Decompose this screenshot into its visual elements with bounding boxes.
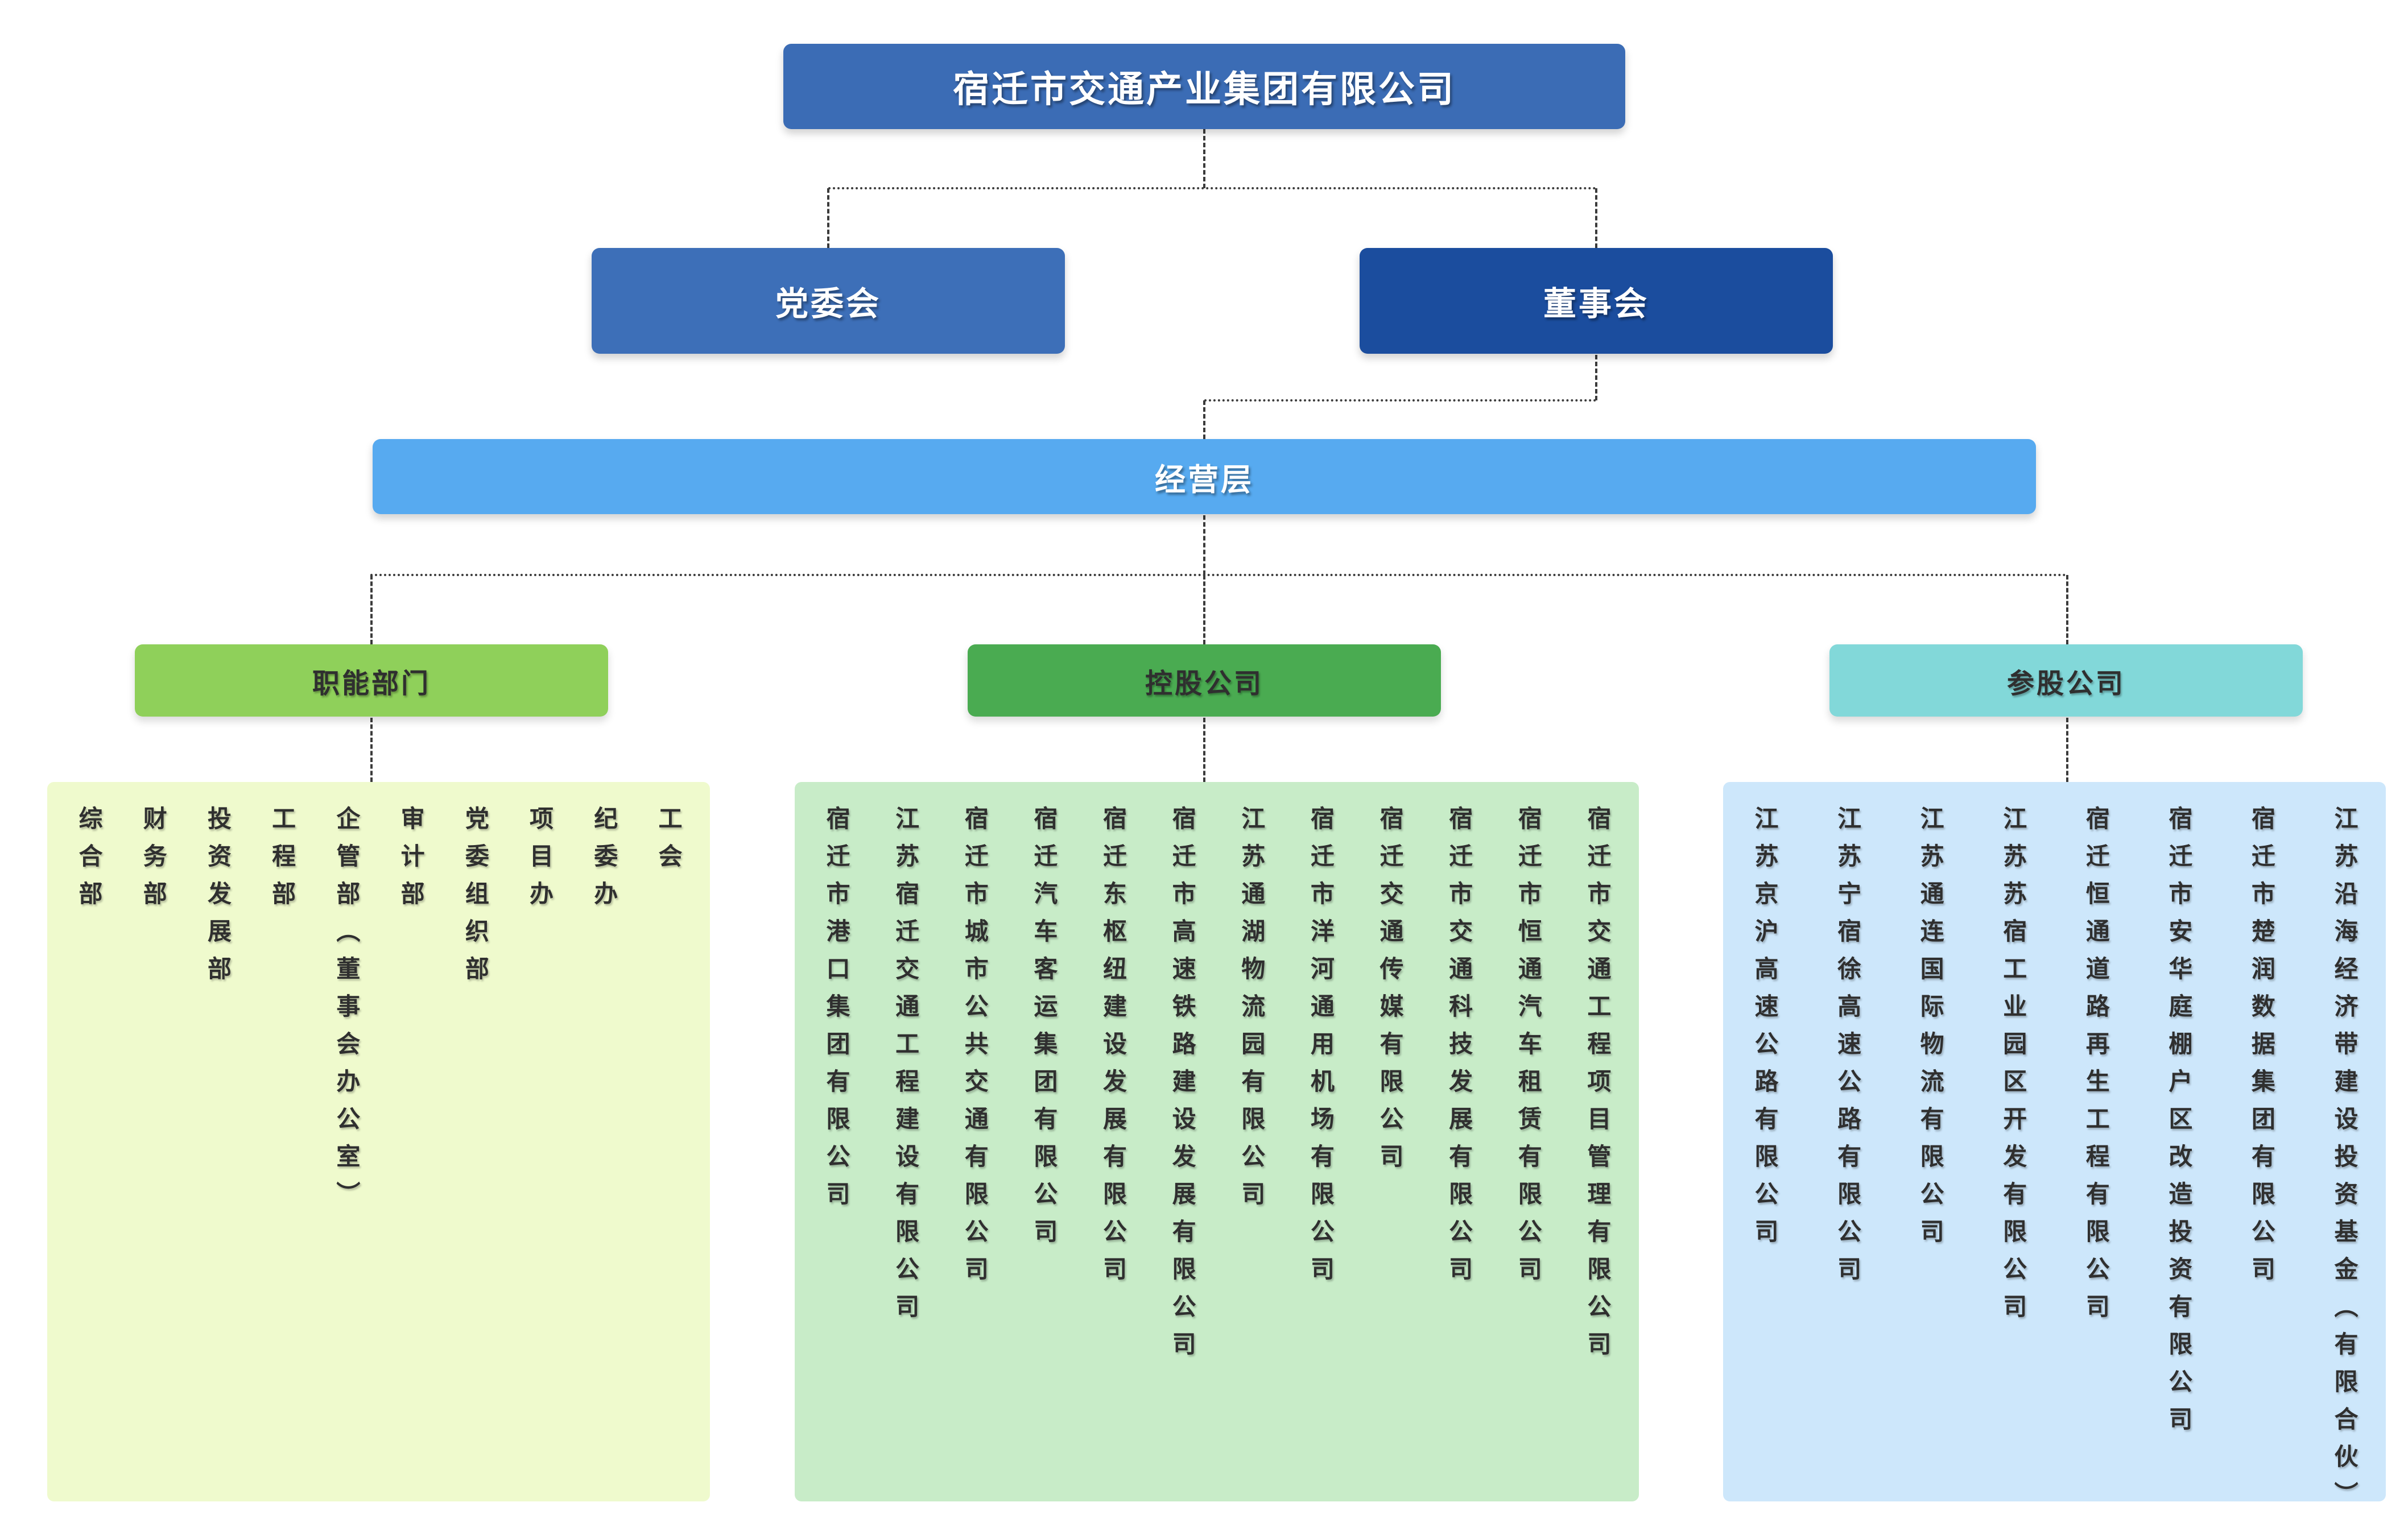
department-item: 工会 — [655, 806, 682, 881]
connector-functional-to-panel — [370, 718, 373, 782]
management-level-label: 经营层 — [1155, 462, 1254, 497]
company-item: 江苏通连国际物流有限公司 — [1917, 806, 1944, 1256]
connector-to-board — [1595, 188, 1597, 248]
department-item: 工程部 — [269, 806, 296, 918]
company-item: 宿迁市港口集团有限公司 — [823, 806, 850, 1219]
root-company-box: 宿迁市交通产业集团有限公司 — [783, 44, 1625, 129]
board-of-directors-box: 董事会 — [1360, 248, 1833, 354]
company-item: 宿迁市安华庭棚户区改造投资有限公司 — [2165, 806, 2192, 1444]
connector-root-to-governance — [1203, 129, 1205, 188]
company-item: 宿迁东枢纽建设发展有限公司 — [1100, 806, 1127, 1294]
company-item: 江苏通湖物流园有限公司 — [1238, 806, 1265, 1219]
department-item: 企管部（董事会办公室） — [333, 806, 360, 1219]
panel-holding-companies: 宿迁市港口集团有限公司 江苏宿迁交通工程建设有限公司 宿迁市城市公共交通有限公司 宿迁… — [795, 782, 1639, 1501]
group-header-holding-companies: 控股公司 — [968, 644, 1441, 717]
group-header-equity-companies: 参股公司 — [1829, 644, 2303, 717]
connector-management-down — [1203, 515, 1205, 575]
group-header-functional-departments: 职能部门 — [135, 644, 608, 717]
company-item: 江苏沿海经济带建设投资基金（有限合伙） — [2331, 806, 2358, 1519]
connector-to-holding-header — [1203, 575, 1205, 644]
connector-board-down — [1595, 355, 1597, 400]
department-item: 纪委办 — [590, 806, 618, 918]
group-header-label: 参股公司 — [2006, 668, 2125, 699]
connector-to-management — [1203, 400, 1205, 439]
company-item: 江苏京沪高速公路有限公司 — [1752, 806, 1778, 1256]
party-committee-box: 党委会 — [592, 248, 1065, 354]
party-committee-label: 党委会 — [775, 285, 881, 322]
company-item: 宿迁市楚润数据集团有限公司 — [2248, 806, 2275, 1294]
company-item: 宿迁市高速铁路建设发展有限公司 — [1169, 806, 1196, 1369]
department-item: 审计部 — [398, 806, 425, 918]
company-item: 江苏宿迁交通工程建设有限公司 — [892, 806, 919, 1331]
panel-equity-companies: 江苏京沪高速公路有限公司 江苏宁宿徐高速公路有限公司 江苏通连国际物流有限公司 江苏苏… — [1723, 782, 2386, 1519]
connector-to-functional-header — [370, 575, 373, 644]
department-item: 财务部 — [140, 806, 167, 918]
board-of-directors-label: 董事会 — [1543, 285, 1649, 322]
connector-governance-horizontal — [828, 187, 1596, 189]
group-header-label: 控股公司 — [1145, 668, 1263, 699]
department-item: 综合部 — [76, 806, 102, 918]
panel-functional-departments: 综合部 财务部 投资发展部 工程部 企管部（董事会办公室） 审计部 党委组织部 项目办 纪委办 工… — [47, 782, 710, 1501]
connector-to-party-committee — [827, 188, 829, 248]
company-item: 宿迁市交通工程项目管理有限公司 — [1584, 806, 1611, 1369]
connector-groups-horizontal — [370, 574, 2067, 576]
connector-holding-to-panel — [1203, 718, 1205, 782]
company-item: 宿迁交通传媒有限公司 — [1377, 806, 1403, 1181]
management-level-box: 经营层 — [373, 439, 2036, 514]
company-item: 宿迁恒通道路再生工程有限公司 — [2083, 806, 2110, 1331]
company-item: 宿迁市城市公共交通有限公司 — [961, 806, 989, 1294]
connector-to-equity-header — [2066, 575, 2068, 644]
company-item: 宿迁市交通科技发展有限公司 — [1445, 806, 1473, 1294]
department-item: 党委组织部 — [462, 806, 489, 994]
company-item: 江苏苏宿工业园区开发有限公司 — [2000, 806, 2027, 1331]
company-item: 宿迁汽车客运集团有限公司 — [1030, 806, 1058, 1256]
company-item: 宿迁市洋河通用机场有限公司 — [1307, 806, 1335, 1294]
department-item: 项目办 — [526, 806, 554, 918]
company-item: 江苏宁宿徐高速公路有限公司 — [1834, 806, 1861, 1294]
company-item: 宿迁市恒通汽车租赁有限公司 — [1515, 806, 1542, 1294]
department-item: 投资发展部 — [204, 806, 232, 994]
group-header-label: 职能部门 — [312, 668, 431, 699]
connector-management-horizontal — [1204, 399, 1596, 402]
root-company-label: 宿迁市交通产业集团有限公司 — [953, 69, 1456, 110]
connector-equity-to-panel — [2066, 718, 2068, 782]
